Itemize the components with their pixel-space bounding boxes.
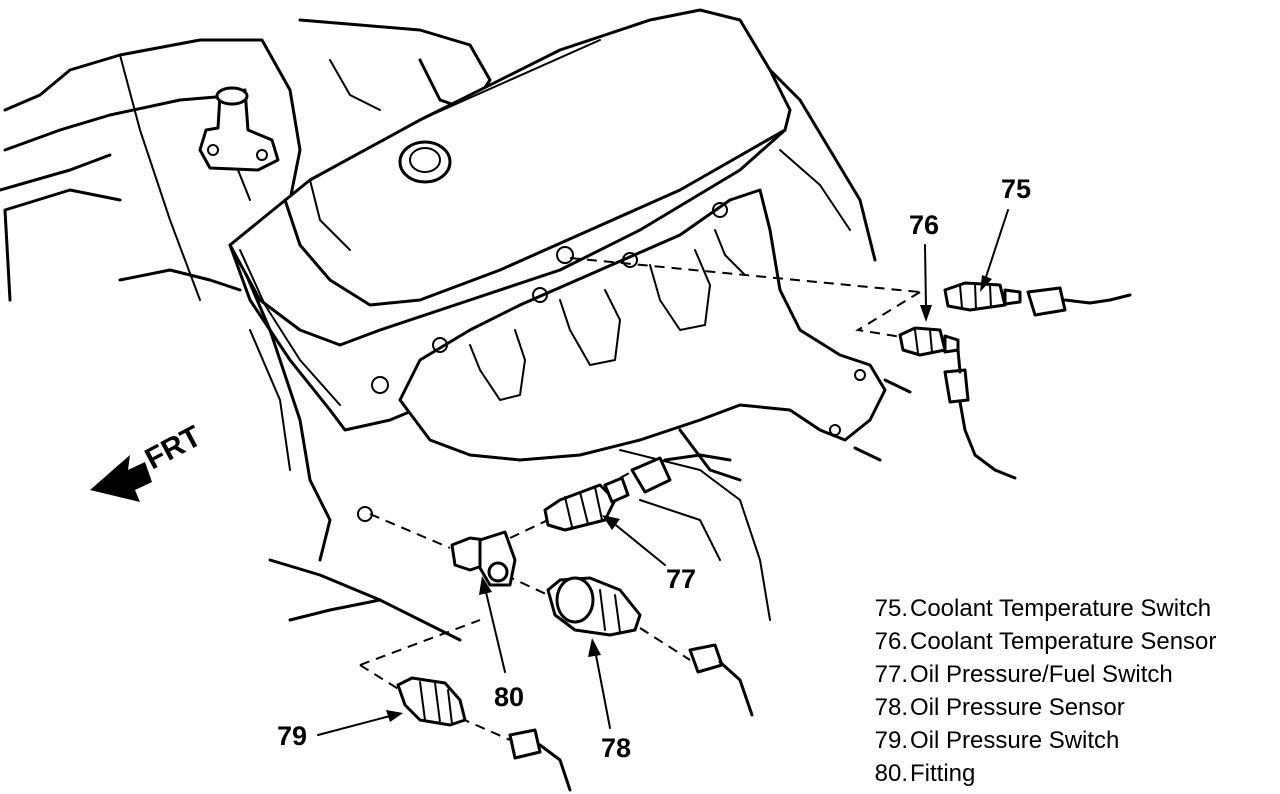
callout-leaders bbox=[317, 209, 1009, 736]
legend-label: Oil Pressure/Fuel Switch bbox=[910, 661, 1173, 688]
legend-label: Oil Pressure Sensor bbox=[910, 694, 1125, 721]
legend-item: 79.Oil Pressure Switch bbox=[852, 724, 1277, 757]
legend-label: Fitting bbox=[910, 760, 976, 787]
parts-legend: 75.Coolant Temperature Switch 76.Coolant… bbox=[852, 592, 1277, 790]
coolant-temperature-sensor-icon bbox=[898, 326, 1017, 480]
legend-number: 79. bbox=[874, 727, 908, 754]
callout-79: 79 bbox=[277, 721, 307, 751]
exhaust-manifold-icon bbox=[398, 188, 912, 462]
mounting-lines bbox=[359, 257, 921, 741]
oil-pressure-switch-icon bbox=[396, 676, 572, 792]
legend-item: 80.Fitting bbox=[852, 757, 1277, 790]
engine-block-icon bbox=[0, 18, 877, 642]
legend-label: Coolant Temperature Sensor bbox=[910, 628, 1217, 655]
direction-label: FRT bbox=[140, 420, 207, 477]
legend-label: Oil Pressure Switch bbox=[910, 727, 1120, 754]
legend-label: Coolant Temperature Switch bbox=[910, 595, 1212, 622]
legend-number: 76. bbox=[874, 628, 908, 655]
legend-number: 75. bbox=[874, 595, 908, 622]
callout-77: 77 bbox=[666, 564, 696, 594]
callout-75: 75 bbox=[1001, 174, 1031, 204]
valve-cover-icon bbox=[228, 8, 792, 432]
coolant-temperature-switch-icon bbox=[943, 281, 1132, 317]
legend-item: 76.Coolant Temperature Sensor bbox=[852, 625, 1277, 658]
legend-number: 77. bbox=[874, 661, 908, 688]
legend-number: 78. bbox=[874, 694, 908, 721]
legend-number: 80. bbox=[874, 760, 908, 787]
callout-78: 78 bbox=[601, 733, 631, 763]
fitting-icon bbox=[450, 530, 517, 587]
callout-80: 80 bbox=[494, 682, 524, 712]
legend-item: 77.Oil Pressure/Fuel Switch bbox=[852, 658, 1277, 691]
legend-item: 75.Coolant Temperature Switch bbox=[852, 592, 1277, 625]
oil-pressure-fuel-switch-icon bbox=[543, 453, 732, 532]
front-arrow-icon bbox=[90, 455, 152, 502]
legend-item: 78.Oil Pressure Sensor bbox=[852, 691, 1277, 724]
oil-pressure-sensor-icon bbox=[546, 576, 754, 717]
callout-76: 76 bbox=[909, 210, 939, 240]
